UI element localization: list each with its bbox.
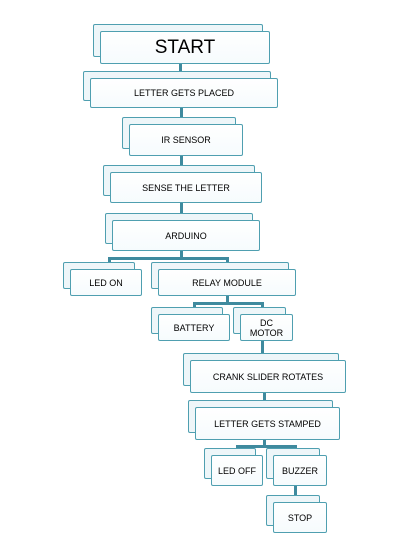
node-stop-label: STOP bbox=[273, 502, 327, 533]
node-sense-the-letter-label: SENSE THE LETTER bbox=[110, 172, 262, 203]
connector-arduino-branch-stem bbox=[180, 251, 183, 259]
node-buzzer-label: BUZZER bbox=[273, 455, 327, 486]
connector-relay-branch-stem bbox=[226, 296, 229, 304]
node-buzzer: BUZZER bbox=[266, 448, 327, 486]
node-crank-slider-rotates-label: CRANK SLIDER ROTATES bbox=[190, 360, 346, 393]
connector-dc-motor-crank bbox=[261, 341, 264, 360]
connector-buzzer-stop bbox=[294, 486, 297, 502]
node-dc-motor: DC MOTOR bbox=[233, 307, 293, 341]
connector-stamped-branch-bar bbox=[236, 445, 296, 448]
node-led-on: LED ON bbox=[63, 262, 142, 296]
node-letter-gets-placed: LETTER GETS PLACED bbox=[83, 71, 278, 108]
connector-ir-sense bbox=[180, 156, 183, 172]
connector-arduino-branch-bar bbox=[108, 257, 228, 260]
node-led-off-label: LED OFF bbox=[211, 455, 263, 486]
node-led-on-label: LED ON bbox=[70, 269, 142, 296]
connector-sense-arduino bbox=[180, 203, 183, 220]
node-battery: BATTERY bbox=[151, 307, 230, 341]
node-letter-gets-placed-label: LETTER GETS PLACED bbox=[90, 78, 278, 108]
node-letter-gets-stamped-label: LETTER GETS STAMPED bbox=[195, 407, 340, 440]
node-stop: STOP bbox=[266, 495, 327, 533]
node-dc-motor-label: DC MOTOR bbox=[240, 314, 293, 341]
node-crank-slider-rotates: CRANK SLIDER ROTATES bbox=[183, 353, 346, 393]
node-relay-module-label: RELAY MODULE bbox=[158, 269, 296, 296]
connector-stamped-branch-stem bbox=[263, 440, 266, 447]
node-ir-sensor: IR SENSOR bbox=[122, 117, 243, 156]
node-start-label: START bbox=[100, 31, 270, 64]
node-sense-the-letter: SENSE THE LETTER bbox=[103, 165, 262, 203]
node-arduino-label: ARDUINO bbox=[112, 220, 260, 251]
node-ir-sensor-label: IR SENSOR bbox=[129, 124, 243, 156]
node-led-off: LED OFF bbox=[204, 448, 263, 486]
connector-letter-ir bbox=[180, 108, 183, 124]
node-start: START bbox=[93, 24, 270, 64]
node-arduino: ARDUINO bbox=[105, 213, 260, 251]
node-letter-gets-stamped: LETTER GETS STAMPED bbox=[188, 400, 340, 440]
connector-relay-branch-bar bbox=[193, 302, 263, 305]
node-relay-module: RELAY MODULE bbox=[151, 262, 296, 296]
node-battery-label: BATTERY bbox=[158, 314, 230, 341]
